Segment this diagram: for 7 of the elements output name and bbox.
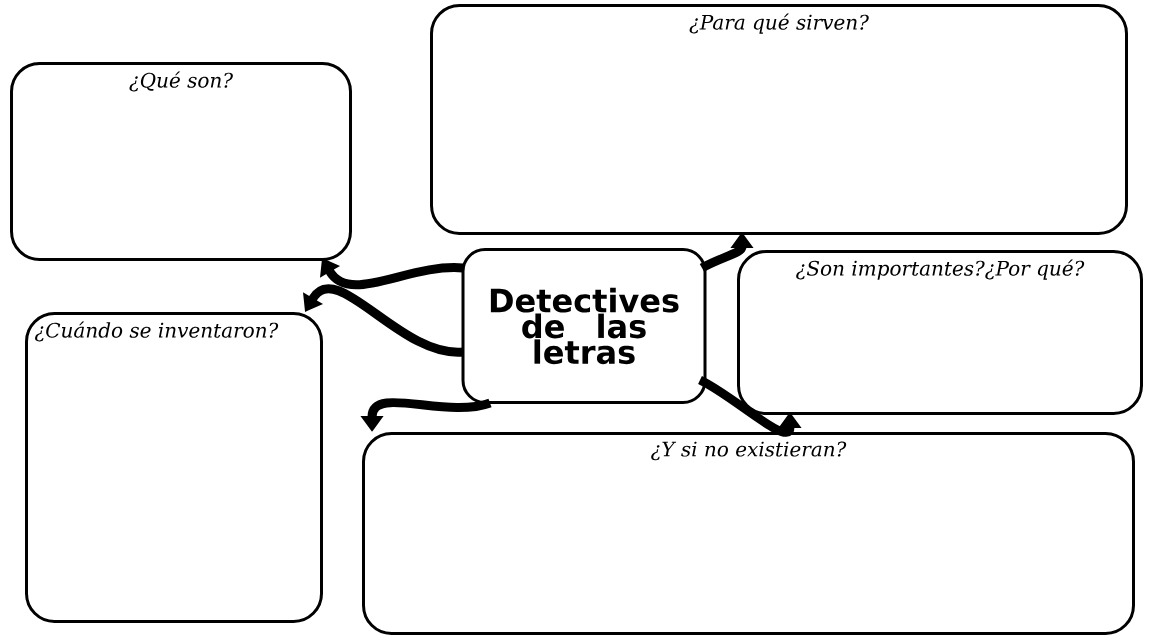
question-box: ¿Y si no existieran? — [362, 432, 1135, 635]
question-box: ¿Qué son? — [10, 62, 352, 261]
question-box: ¿Cuándo se inventaron? — [25, 312, 323, 623]
question-box: ¿Para qué sirven? — [430, 4, 1128, 235]
arrow — [303, 284, 464, 357]
question-box: ¿Son importantes?¿Por qué? — [737, 250, 1143, 415]
title-box: Detectives de las letras — [461, 248, 707, 404]
